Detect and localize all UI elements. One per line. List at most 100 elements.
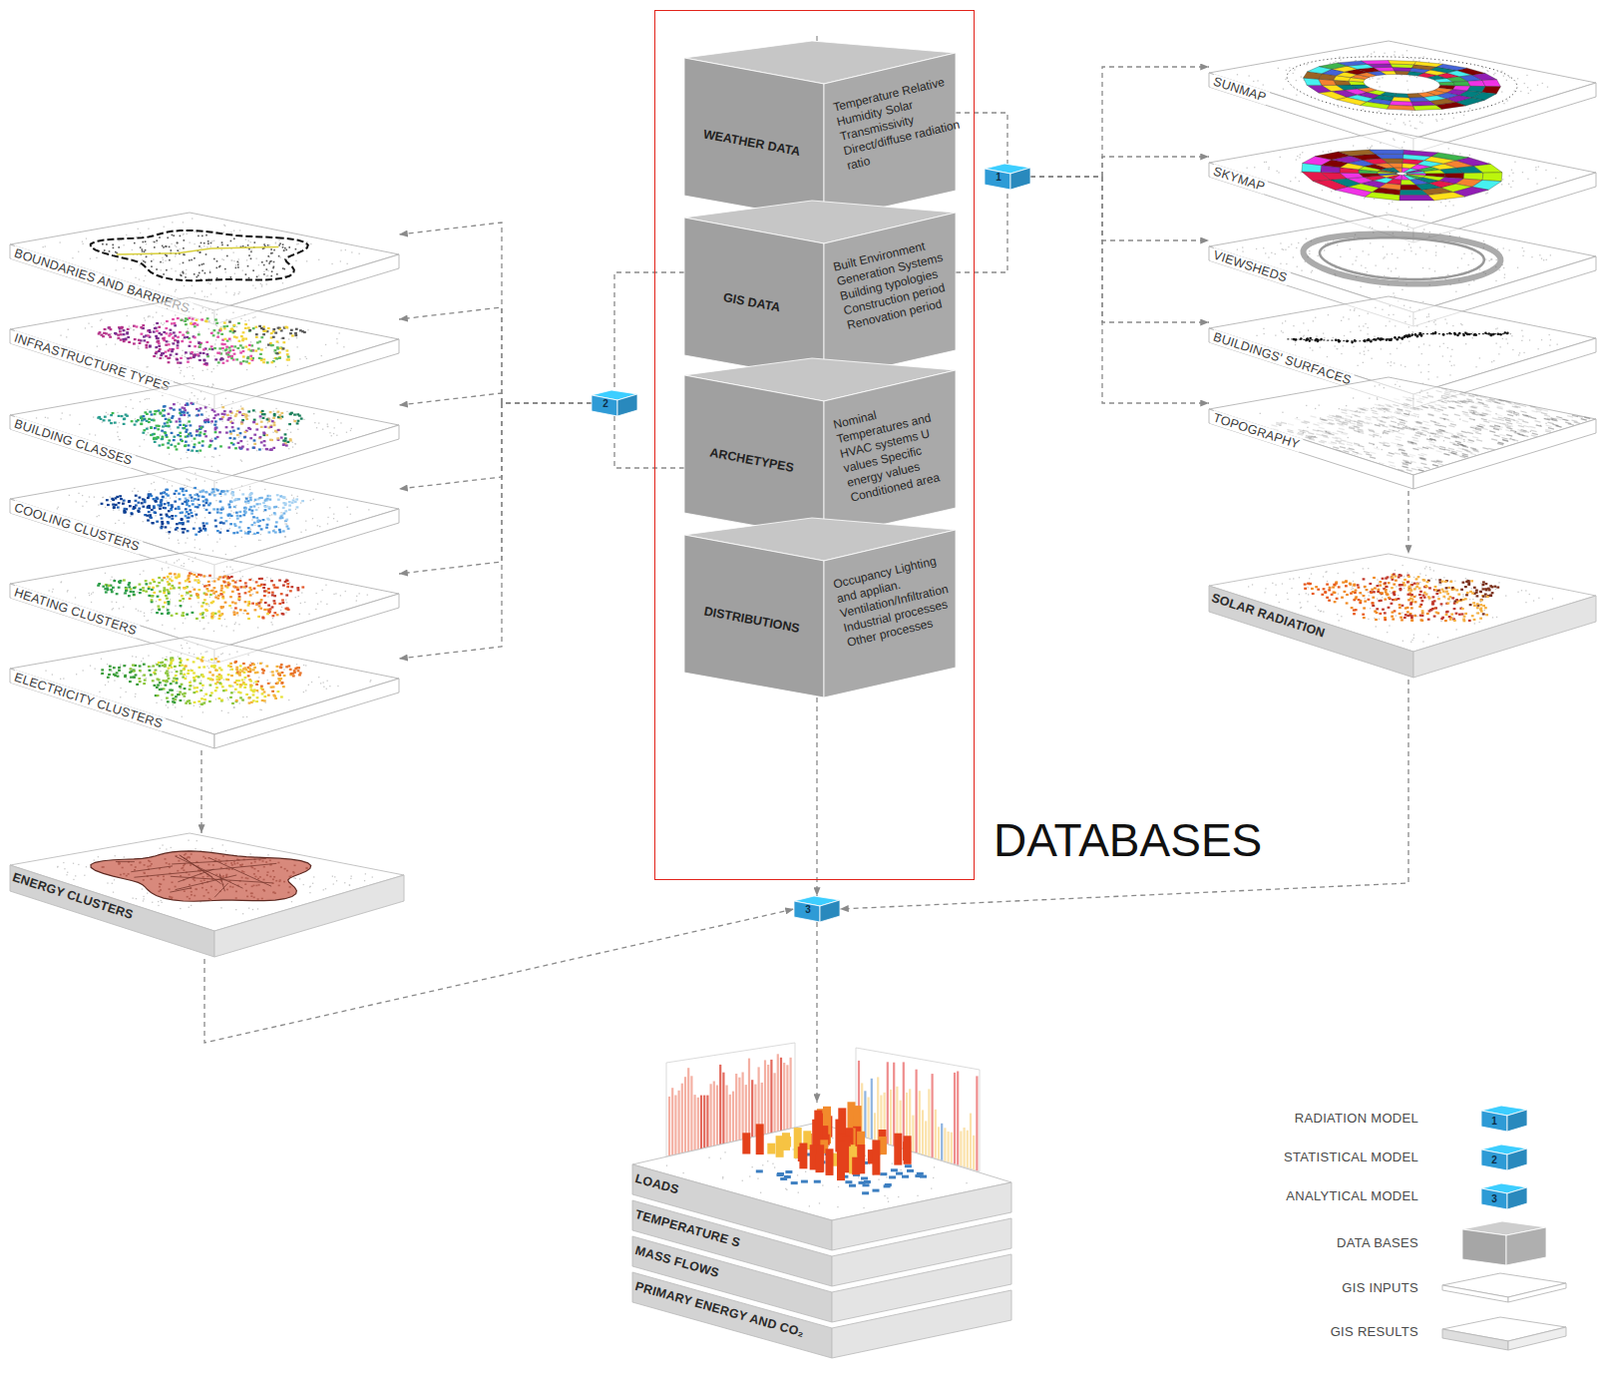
- illustration-dot: [1469, 107, 1471, 109]
- illustration-dot: [1459, 418, 1461, 420]
- illustration-stroke: [1438, 434, 1445, 437]
- illustration-dot: [1530, 89, 1532, 91]
- illustration-dot: [1388, 338, 1392, 342]
- illustration-dot: [1439, 233, 1441, 235]
- illustration-stroke: [1335, 414, 1342, 417]
- illustration-dot: [1349, 331, 1351, 333]
- illustration-stroke: [1465, 415, 1472, 418]
- illustration-stroke: [1522, 420, 1529, 423]
- illustration-dot: [1430, 577, 1432, 579]
- illustration-dot: [1545, 422, 1547, 424]
- illustration-dot: [1306, 426, 1308, 428]
- illustration-stroke: [713, 1081, 716, 1147]
- illustration-stroke: [1438, 428, 1445, 431]
- illustration-stroke: [1505, 419, 1512, 422]
- illustration-stroke: [1359, 407, 1366, 410]
- illustration-stroke: [1475, 402, 1482, 405]
- illustration-stroke: [1393, 404, 1400, 407]
- illustration-stroke: [914, 1069, 917, 1153]
- illustration-dot: [1517, 591, 1519, 593]
- illustration-dot: [1388, 624, 1390, 626]
- illustration-stroke: [700, 1095, 703, 1150]
- illustration-stroke: [1485, 412, 1492, 415]
- illustration-dot: [1407, 88, 1409, 90]
- illustration-stroke: [1444, 392, 1451, 395]
- illustration-dot: [1419, 121, 1421, 123]
- illustration-face: [984, 168, 1011, 190]
- illustration-dot: [1371, 145, 1373, 147]
- illustration-dot: [1407, 228, 1409, 230]
- illustration-stroke: [1437, 408, 1444, 411]
- illustration-dot: [1429, 345, 1431, 347]
- illustration-dot: [1381, 309, 1383, 311]
- illustration-face: [1413, 104, 1443, 110]
- illustration-stroke: [1461, 435, 1468, 438]
- illustration-dot: [1337, 593, 1339, 595]
- illustration-dot: [1376, 578, 1378, 580]
- illustration-dot: [1419, 581, 1421, 583]
- illustration-dot: [1452, 204, 1454, 206]
- illustration-dot: [1293, 68, 1295, 70]
- illustration-stroke: [1518, 418, 1525, 421]
- illustration-dot: [1284, 249, 1286, 251]
- illustration-stroke: [1508, 409, 1515, 412]
- illustration-dot: [1406, 335, 1410, 339]
- illustration-dot: [1444, 246, 1446, 248]
- illustration-dot: [1355, 256, 1357, 258]
- text-holder: 1: [986, 171, 1011, 184]
- illustration-dot: [1363, 354, 1365, 356]
- illustration-stroke: [1448, 424, 1455, 427]
- illustration-stroke: [1496, 413, 1503, 416]
- illustration-stroke: [1340, 408, 1347, 411]
- illustration-dot: [1428, 633, 1430, 635]
- illustration-stroke: [1513, 413, 1520, 416]
- illustration-dot: [1340, 615, 1342, 617]
- illustration-dot: [1523, 352, 1525, 354]
- illustration-stroke: [1529, 405, 1536, 408]
- illustration-dot: [1498, 353, 1500, 355]
- illustration-dot: [1465, 343, 1467, 345]
- illustration-dot: [1376, 337, 1380, 341]
- illustration-dot: [1507, 343, 1509, 345]
- illustration-stroke: [902, 1061, 905, 1149]
- illustration-stroke: [1493, 427, 1500, 430]
- illustration-stroke: [1451, 452, 1458, 455]
- illustration-stroke: [1398, 432, 1405, 435]
- illustration-dot: [1452, 616, 1454, 618]
- illustration-dot: [1398, 276, 1400, 278]
- illustration-dot: [1366, 147, 1368, 149]
- illustration-stroke: [1472, 404, 1479, 407]
- illustration-dot: [1364, 323, 1366, 325]
- illustration-dot: [1377, 78, 1379, 80]
- illustration-dot: [1418, 346, 1420, 348]
- illustration-stroke: [1445, 390, 1452, 393]
- gis-input-layer: TOPOGRAPHY: [1208, 377, 1597, 491]
- illustration-dot: [1343, 335, 1345, 337]
- illustration-stroke: [1351, 413, 1358, 416]
- illustration-dot: [1450, 355, 1452, 357]
- illustration-dot: [1373, 336, 1375, 338]
- illustration-stroke: [1462, 453, 1469, 456]
- illustration-dot: [1473, 333, 1477, 337]
- illustration-dot: [1517, 267, 1519, 269]
- illustration-stroke: [1427, 395, 1434, 398]
- illustration-stroke: [1351, 453, 1358, 456]
- illustration-dot: [1367, 338, 1371, 342]
- illustration-dot: [1512, 180, 1514, 182]
- illustration-stroke: [1498, 418, 1505, 421]
- illustration-dot: [1501, 183, 1503, 185]
- illustration-stroke: [1308, 438, 1315, 441]
- illustration-stroke: [1541, 412, 1548, 415]
- illustration-stroke: [1535, 408, 1542, 411]
- illustration-dot: [1452, 152, 1454, 154]
- illustration-dot: [1394, 325, 1396, 327]
- illustration-stroke: [924, 1120, 927, 1156]
- illustration-dot: [1422, 640, 1424, 642]
- illustration-stroke: [1397, 443, 1404, 446]
- illustration-stroke: [1420, 462, 1427, 465]
- illustration-dot: [1428, 316, 1430, 318]
- illustration-stroke: [1332, 432, 1339, 435]
- illustration-dot: [1310, 573, 1312, 575]
- illustration-dot: [1371, 227, 1373, 229]
